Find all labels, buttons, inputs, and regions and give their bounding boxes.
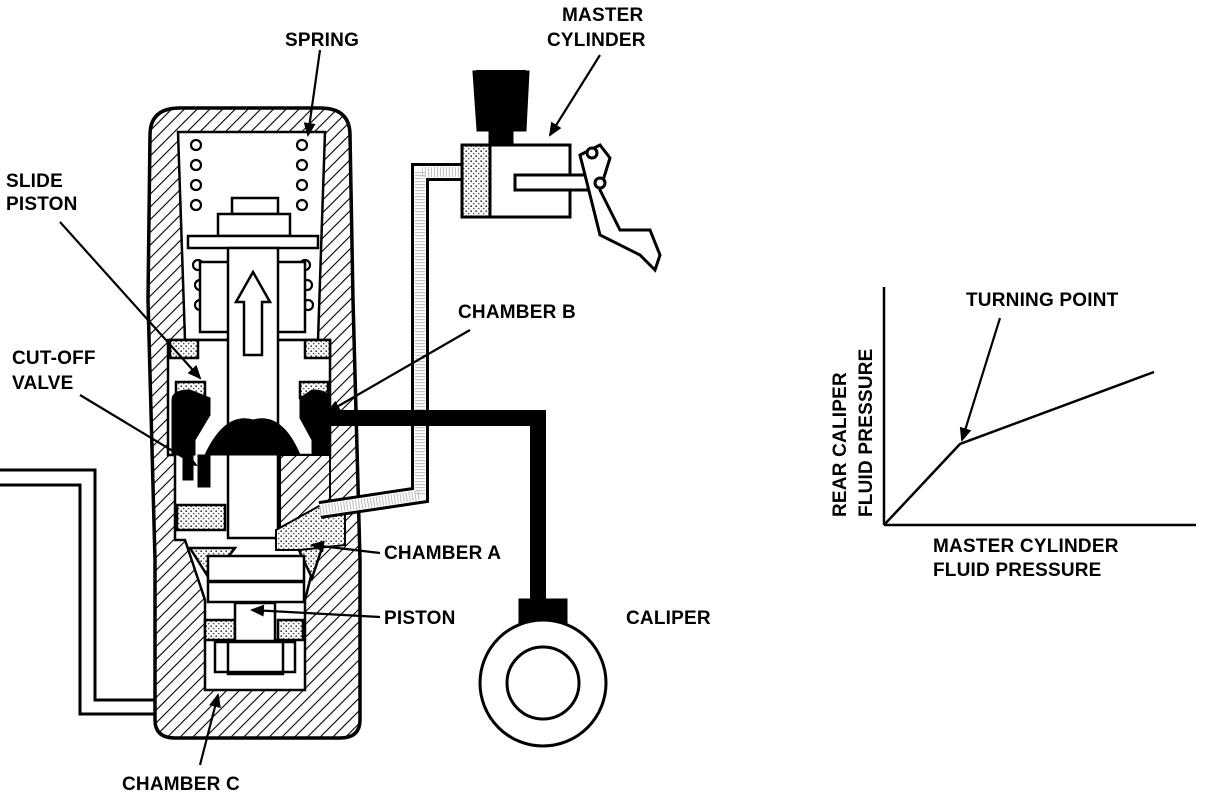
chamber-a-label: CHAMBER A <box>384 543 501 564</box>
slide-piston-leader <box>59 221 202 380</box>
slide-piston-label-line2: PISTON <box>6 194 78 215</box>
slide-piston <box>198 246 307 540</box>
graph-y-label-line2: FLUID PRESSURE <box>856 348 877 517</box>
caliper-label: CALIPER <box>626 608 711 629</box>
pressure-graph: TURNING POINT REAR CALIPER FLUID PRESSUR… <box>830 287 1196 581</box>
graph-x-label-line1: MASTER CYLINDER <box>933 536 1119 557</box>
cut-off-valve-label-line1: CUT-OFF <box>12 348 96 369</box>
chamber-c-leader <box>198 693 221 766</box>
chamber-a-leader <box>310 540 381 555</box>
spring-leader <box>303 49 322 137</box>
master-cylinder-label-line1: MASTER <box>562 5 644 26</box>
cut-off-valve <box>171 389 331 488</box>
flow-direction-arrow-icon <box>233 269 273 357</box>
chamber-b-label: CHAMBER B <box>458 302 576 323</box>
master-cylinder-leader <box>548 54 601 137</box>
chamber-c-label: CHAMBER C <box>122 774 240 795</box>
caliper-line <box>328 410 546 600</box>
piston-label: PISTON <box>384 608 456 629</box>
turning-point-leader <box>959 317 1002 442</box>
caliper <box>478 598 608 748</box>
pressure-curve <box>883 370 1155 526</box>
spring-retainer <box>186 196 320 250</box>
chamber-b-leader <box>326 329 471 414</box>
spring-label: SPRING <box>285 30 359 51</box>
master-cylinder-label-line2: CYLINDER <box>547 30 646 51</box>
slide-piston-label-line1: SLIDE <box>6 171 63 192</box>
diagram-labels: SPRING MASTER CYLINDER SLIDE PISTON CUT-… <box>6 5 711 795</box>
left-brake-line <box>0 468 160 716</box>
cut-off-valve-leader <box>79 394 198 467</box>
turning-point-label: TURNING POINT <box>966 290 1119 311</box>
graph-x-label-line2: FLUID PRESSURE <box>933 560 1102 581</box>
piston-leader <box>250 604 381 619</box>
graph-y-label-line1: REAR CALIPER <box>830 372 851 517</box>
master-cylinder <box>460 70 662 273</box>
cut-off-valve-label-line2: VALVE <box>12 373 74 394</box>
leader-lines <box>59 49 601 766</box>
master-cylinder-line <box>318 163 465 519</box>
